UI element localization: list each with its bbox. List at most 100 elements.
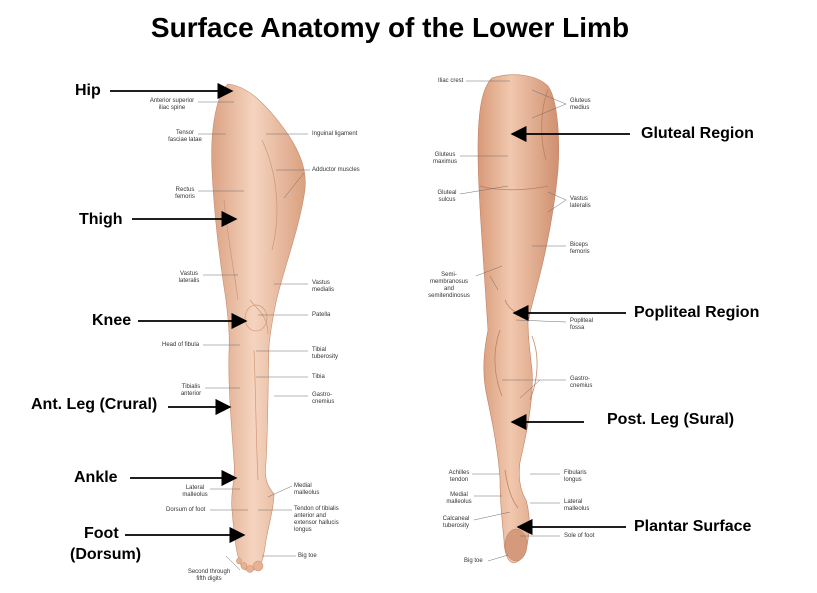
post-fib-line1: Fibularis <box>564 470 587 476</box>
post-gastro-line2: cnemius <box>570 383 593 389</box>
ant-tt-line2: tuberosity <box>312 354 339 360</box>
label-foot-dorsum: (Dorsum) <box>70 546 142 563</box>
posterior-foot-sole <box>504 528 528 562</box>
label-post-leg: Post. Leg (Sural) <box>607 411 735 428</box>
post-vastus-lateralis: Vastus lateralis <box>570 196 591 210</box>
label-gluteal-region: Gluteal Region <box>641 125 754 142</box>
ant-dorsum-of-foot: Dorsum of foot <box>166 507 206 513</box>
post-gastrocnemius: Gastro- cnemius <box>570 376 592 390</box>
ant-vastus-lateralis: Vastus lateralis <box>174 271 204 285</box>
anterior-toes <box>236 557 264 573</box>
post-medmall-line2: malleolus <box>446 499 472 505</box>
ant-big-toe: Big toe <box>298 553 317 559</box>
ant-gastrocnemius: Gastro- cnemius <box>312 392 334 406</box>
ant-latmall-line2: malleolus <box>182 492 208 498</box>
main-arrows-right <box>510 125 630 536</box>
post-gsulcus-line2: sulcus <box>438 197 456 203</box>
page-title: Surface Anatomy of the Lower Limb <box>150 12 630 43</box>
anterior-leader-lines <box>198 101 310 571</box>
post-semimembranosus: Semi- membranosus and semitendinosus <box>422 272 476 300</box>
post-gastro-line1: Gastro- <box>570 376 591 382</box>
post-gluteus-medius: Gluteus medius <box>570 98 591 112</box>
ant-asis-line2: iliac spine <box>158 105 186 111</box>
post-vl-line2: lateralis <box>570 203 591 209</box>
ant-tibialis-anterior: Tibialis anterior <box>176 384 206 398</box>
ant-tfl-line2: fasciae latae <box>168 137 202 143</box>
ant-tendon-line1: Tendon of tibialis <box>294 506 339 512</box>
post-gsulcus-line1: Gluteal <box>437 190 457 196</box>
label-ant-leg: Ant. Leg (Crural) <box>31 396 158 413</box>
ant-vm-line1: Vastus <box>312 280 330 286</box>
label-plantar-surface: Plantar Surface <box>634 518 752 535</box>
ant-tt-line1: Tibial <box>312 347 327 353</box>
post-calc-line1: Calcaneal <box>442 516 470 522</box>
ant-gastro-line2: cnemius <box>312 399 335 405</box>
label-ankle: Ankle <box>74 469 118 486</box>
ant-rectus-line1: Rectus <box>175 187 195 193</box>
ant-fibula-head: Head of fibula <box>162 342 200 348</box>
ant-tendon-line3: extensor hallucis <box>294 520 339 526</box>
post-semi-line3: and <box>443 286 454 292</box>
post-popliteal-fossa: Popliteal fossa <box>570 318 593 332</box>
ant-inguinal: Inguinal ligament <box>312 131 358 137</box>
ant-medmall-line2: malleolus <box>294 490 320 496</box>
ant-gastro-line1: Gastro- <box>312 392 333 398</box>
ant-second-line1: Second through <box>187 569 231 575</box>
ant-medmall-line1: Medial <box>294 483 312 489</box>
post-fib-line2: longus <box>564 477 582 483</box>
label-knee: Knee <box>92 312 132 329</box>
main-arrows-left <box>110 82 248 544</box>
post-calcaneal-tuberosity: Calcaneal tuberosity <box>436 516 476 530</box>
ant-patella: Patella <box>312 312 331 318</box>
post-biceps-femoris: Biceps femoris <box>570 242 590 256</box>
anterior-leg-figure <box>211 83 306 572</box>
ant-tfl: Tensor fasciae latae <box>168 130 202 144</box>
post-semi-line2: membranosus <box>429 279 468 285</box>
ant-tendon: Tendon of tibialis anterior and extensor… <box>294 506 339 534</box>
ant-tfl-line1: Tensor <box>175 130 194 136</box>
label-thigh: Thigh <box>79 211 123 228</box>
post-achilles-line2: tendon <box>449 477 469 483</box>
post-gmed-line1: Gluteus <box>570 98 591 104</box>
post-gluteal-sulcus: Gluteal sulcus <box>432 190 462 204</box>
ant-asis: Anterior superior iliac spine <box>146 98 198 112</box>
post-iliac-crest: Iliac crest <box>438 78 464 84</box>
post-pop-line2: fossa <box>570 325 585 331</box>
post-latmall-line1: Lateral <box>564 499 583 505</box>
posterior-leg-figure <box>477 74 559 564</box>
post-biceps-line2: femoris <box>570 249 590 255</box>
ant-tendon-line4: longus <box>294 527 312 533</box>
ant-asis-line1: Anterior superior <box>149 98 195 104</box>
ant-vm-line2: medialis <box>312 287 335 293</box>
ant-tibial-tuberosity: Tibial tuberosity <box>312 347 338 361</box>
post-vl-line1: Vastus <box>570 196 588 202</box>
label-popliteal-region: Popliteal Region <box>634 304 760 321</box>
ant-rectus-line2: femoris <box>175 194 195 200</box>
post-big-toe: Big toe <box>464 558 483 564</box>
ant-vastus-medialis: Vastus medialis <box>312 280 334 294</box>
ant-latmall-line1: Lateral <box>185 485 205 491</box>
ant-ta-line1: Tibialis <box>181 384 201 390</box>
post-gmax-line2: maximus <box>432 159 457 165</box>
ant-vl-line1: Vastus <box>180 271 198 277</box>
post-achilles-tendon: Achilles tendon <box>444 470 474 484</box>
post-medial-malleolus: Medial malleolus <box>444 492 474 506</box>
post-medmall-line1: Medial <box>450 492 468 498</box>
post-calc-line2: tuberosity <box>442 523 469 529</box>
post-gluteus-maximus: Gluteus maximus <box>428 152 462 166</box>
ant-second-line2: fifth digits <box>196 576 222 582</box>
ant-medial-malleolus: Medial malleolus <box>294 483 319 497</box>
post-lateral-malleolus: Lateral malleolus <box>564 499 589 513</box>
ant-ta-line2: anterior <box>180 391 202 397</box>
post-achilles-line1: Achilles <box>448 470 470 476</box>
post-latmall-line2: malleolus <box>564 506 590 512</box>
label-hip: Hip <box>75 82 101 99</box>
ant-vl-line2: lateralis <box>178 278 200 284</box>
post-gmed-line2: medius <box>570 105 590 111</box>
ant-tibia: Tibia <box>312 374 325 380</box>
ant-second-digits: Second through fifth digits <box>184 569 234 583</box>
post-fibularis-longus: Fibularis longus <box>564 470 587 484</box>
post-biceps-line1: Biceps <box>570 242 589 248</box>
post-semi-line1: Semi- <box>441 272 457 278</box>
